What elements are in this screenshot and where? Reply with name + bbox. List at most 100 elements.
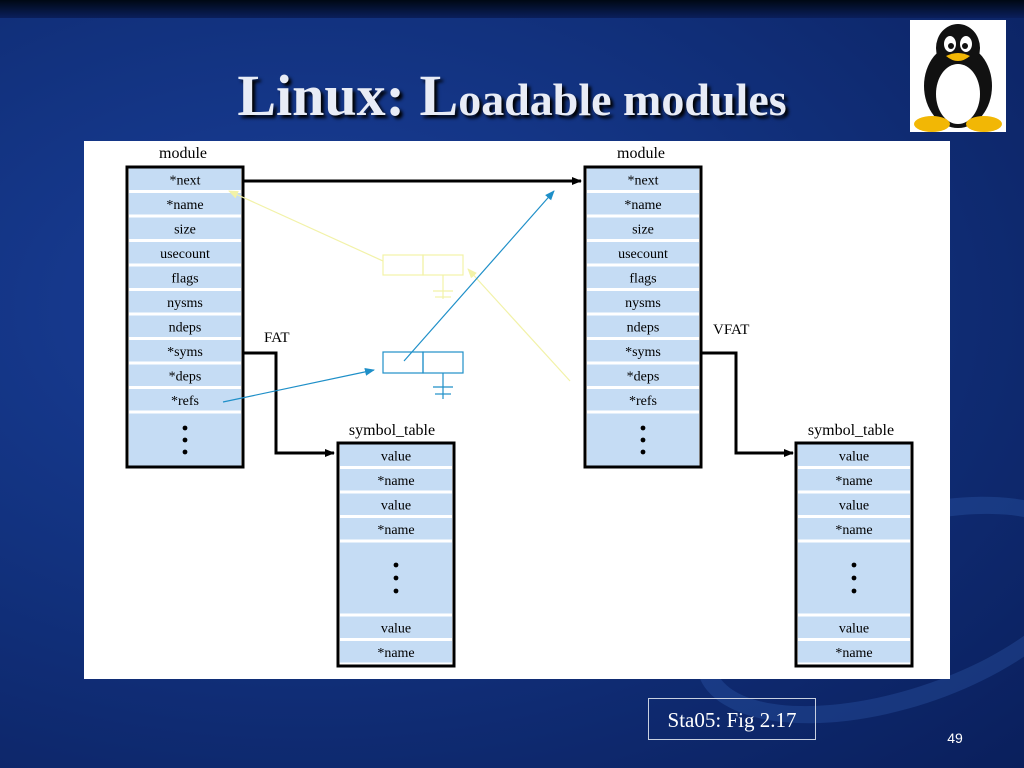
ellipsis-dot bbox=[182, 449, 188, 455]
fat-module-field-box bbox=[129, 217, 241, 239]
vfat-module-field-label: *name bbox=[624, 198, 661, 213]
vfat-symtab-field-label: value bbox=[839, 621, 869, 636]
vfat-symtab-field-label: value bbox=[839, 498, 869, 513]
fat-module-field-label: *name bbox=[166, 198, 203, 213]
vfat-module-field-label: size bbox=[632, 222, 654, 237]
fat-symtab-field-label: value bbox=[381, 498, 411, 513]
refs-pointer-arrow bbox=[222, 367, 375, 403]
faded-deps-arrow bbox=[467, 268, 571, 382]
vfat-module-field-label: *next bbox=[627, 173, 658, 188]
slide-title: Linux: Loadable modules bbox=[0, 62, 1024, 129]
left-module-struct: *next *name size usecount flags nysms ndeps *sy… bbox=[125, 165, 245, 469]
fat-symtab-field-label: *name bbox=[377, 474, 414, 489]
ellipsis-dot bbox=[393, 562, 399, 568]
vfat-module-field-box bbox=[587, 242, 699, 264]
vfat-module-field-box bbox=[587, 266, 699, 288]
ellipsis-dot bbox=[182, 437, 188, 443]
figure-caption: Sta05: Fig 2.17 bbox=[648, 698, 816, 740]
vfat-symtab-outline bbox=[794, 441, 914, 668]
module-reference-node bbox=[382, 351, 464, 399]
vfat-module-field-box bbox=[587, 291, 699, 313]
vfat-module-field-box bbox=[587, 217, 699, 239]
fat-module-field-label: *syms bbox=[167, 345, 203, 360]
faded-next-arrow bbox=[228, 190, 384, 262]
vfat-module-field-box bbox=[587, 315, 699, 337]
fat-module-field-label: ndeps bbox=[169, 320, 202, 335]
fat-syms-arrow bbox=[243, 351, 335, 457]
vfat-module-field-box bbox=[587, 364, 699, 386]
right-symbol-table-header: symbol_table bbox=[808, 422, 894, 439]
fat-symtab-field-box bbox=[340, 444, 452, 466]
vfat-label: VFAT bbox=[713, 322, 749, 338]
fat-symtab-outline bbox=[336, 441, 456, 668]
fat-module-field-box bbox=[129, 193, 241, 215]
vfat-module-field-box bbox=[587, 193, 699, 215]
vfat-symtab-field-box bbox=[798, 444, 910, 466]
fat-module-field-box bbox=[129, 168, 241, 190]
fat-module-field-box bbox=[129, 242, 241, 264]
vfat-symtab-field-box bbox=[798, 493, 910, 515]
diagram-panel: module module symbol_table symbol_table … bbox=[84, 141, 950, 679]
right-symbol-table: value *name value *name value *name bbox=[794, 441, 914, 668]
vfat-module-field-box bbox=[587, 340, 699, 362]
vfat-module-field-box bbox=[587, 389, 699, 411]
ref-to-module-arrow bbox=[403, 190, 555, 362]
vfat-syms-arrow bbox=[701, 351, 794, 457]
ellipsis-dot bbox=[640, 449, 646, 455]
ellipsis-dot bbox=[640, 437, 646, 443]
fat-module-field-label: *deps bbox=[169, 369, 202, 384]
fat-symtab-field-box bbox=[340, 641, 452, 663]
vfat-module-field-label: usecount bbox=[618, 247, 668, 262]
fat-label: FAT bbox=[264, 330, 290, 346]
fat-symtab-field-label: value bbox=[381, 449, 411, 464]
fat-module-field-label: size bbox=[174, 222, 196, 237]
fat-module-outline bbox=[125, 165, 245, 469]
faded-reference-node bbox=[382, 254, 464, 299]
vfat-module-field-label: ndeps bbox=[627, 320, 660, 335]
fat-module-field-label: *refs bbox=[171, 394, 199, 409]
fat-symtab-field-box bbox=[340, 616, 452, 638]
tux-logo bbox=[910, 20, 1006, 132]
fat-module-field-label: nysms bbox=[167, 296, 203, 311]
vfat-module-field-box bbox=[587, 168, 699, 190]
vfat-module-field-label: nysms bbox=[625, 296, 661, 311]
vfat-symtab-field-box bbox=[798, 518, 910, 540]
vfat-symtab-field-label: *name bbox=[835, 474, 872, 489]
ellipsis-dot bbox=[393, 575, 399, 581]
page-number: 49 bbox=[947, 730, 963, 746]
fat-module-field-box bbox=[129, 364, 241, 386]
fat-module-field-label: *next bbox=[169, 173, 200, 188]
vfat-module-field-label: *deps bbox=[627, 369, 660, 384]
left-module-header: module bbox=[159, 145, 207, 162]
fat-module-field-box bbox=[129, 340, 241, 362]
ellipsis-dot bbox=[851, 562, 857, 568]
vfat-module-field-label: *refs bbox=[629, 394, 657, 409]
vfat-symtab-field-label: *name bbox=[835, 646, 872, 661]
title-rest: oadable modules bbox=[458, 74, 787, 125]
vfat-symtab-field-box bbox=[798, 469, 910, 491]
right-module-struct: *next*namesizeusecountflagsnysmsndeps*sy… bbox=[583, 165, 703, 469]
fat-symtab-field-label: *name bbox=[377, 523, 414, 538]
ellipsis-dot bbox=[851, 588, 857, 594]
left-symbol-table-header: symbol_table bbox=[349, 422, 435, 439]
vfat-symtab-field-box bbox=[798, 641, 910, 663]
vfat-symtab-field-label: value bbox=[839, 449, 869, 464]
ellipsis-dot bbox=[393, 588, 399, 594]
vfat-symtab-field-box bbox=[798, 616, 910, 638]
fat-symtab-field-box bbox=[340, 493, 452, 515]
title-main: Linux: L bbox=[237, 63, 459, 128]
fat-module-field-box bbox=[129, 389, 241, 411]
ellipsis-dot bbox=[182, 425, 188, 431]
vfat-module-field-label: flags bbox=[629, 271, 656, 286]
fat-module-field-label: usecount bbox=[160, 247, 210, 262]
vfat-symtab-field-label: *name bbox=[835, 523, 872, 538]
fat-module-field-label: flags bbox=[171, 271, 198, 286]
vfat-module-outline bbox=[583, 165, 703, 469]
module-diagram: module module symbol_table symbol_table … bbox=[125, 145, 914, 668]
fat-module-field-box bbox=[129, 291, 241, 313]
top-bar bbox=[0, 0, 1024, 18]
fat-symtab-field-box bbox=[340, 518, 452, 540]
fat-module-field-box bbox=[129, 266, 241, 288]
ellipsis-dot bbox=[640, 425, 646, 431]
